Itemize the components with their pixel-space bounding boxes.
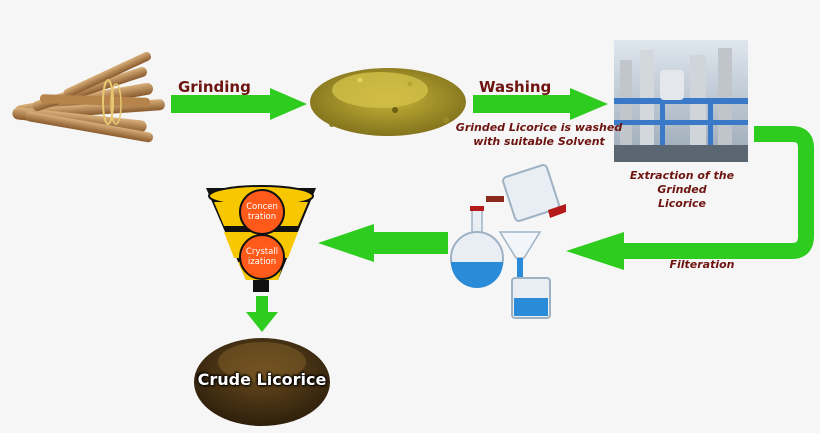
washing-caption: Grinded Licorice is washed with suitable… — [455, 121, 623, 149]
extraction-caption: Extraction of the Grinded Licorice — [608, 169, 756, 211]
extraction-plant-image — [614, 40, 748, 162]
crude-licorice-label: Crude Licorice — [197, 370, 327, 389]
filtration-glassware-image — [450, 164, 566, 319]
crystallization-label: Crystall ization — [245, 247, 279, 267]
concentration-label: Concen tration — [246, 202, 278, 222]
funnel-image — [206, 185, 316, 292]
grinding-label: Grinding — [178, 78, 251, 96]
licorice-roots-image — [12, 51, 165, 143]
extraction-caption-line2: Licorice — [657, 197, 707, 210]
crystallization-circle — [239, 234, 285, 280]
filtration-label: Filteration — [669, 258, 735, 271]
extraction-caption-line1: Extraction of the Grinded — [629, 169, 735, 196]
arrow-grinding — [171, 88, 307, 120]
washing-label: Washing — [479, 78, 552, 96]
arrow-extraction — [620, 126, 814, 259]
arrow-washing — [473, 88, 608, 120]
arrow-extraction-head — [566, 232, 624, 270]
washing-caption-line1: Grinded Licorice is washed — [455, 121, 623, 134]
arrow-filtration — [318, 224, 448, 262]
washing-caption-line2: with suitable Solvent — [473, 135, 605, 148]
ground-licorice-image — [310, 68, 466, 136]
crude-licorice-pile-image — [194, 338, 330, 426]
arrow-down — [246, 296, 278, 332]
